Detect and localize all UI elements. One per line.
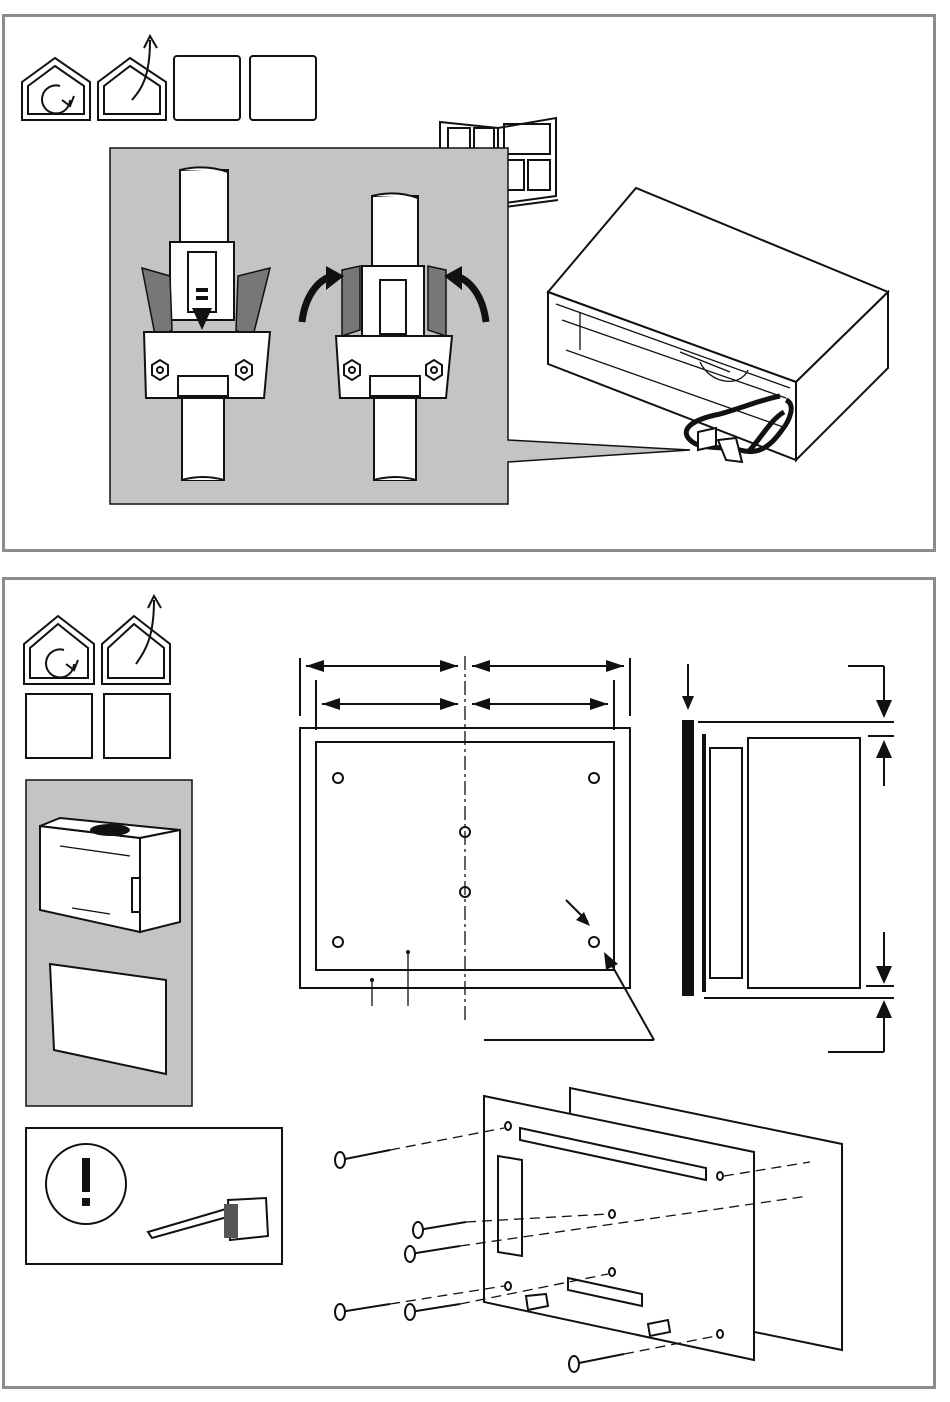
empty-box [250, 56, 316, 120]
empty-box [174, 56, 240, 120]
hood-unit [548, 188, 888, 462]
bottom-instruction-panel [2, 577, 936, 1389]
home-rotate-icon [22, 58, 90, 120]
home-exhaust-icon [98, 36, 166, 120]
